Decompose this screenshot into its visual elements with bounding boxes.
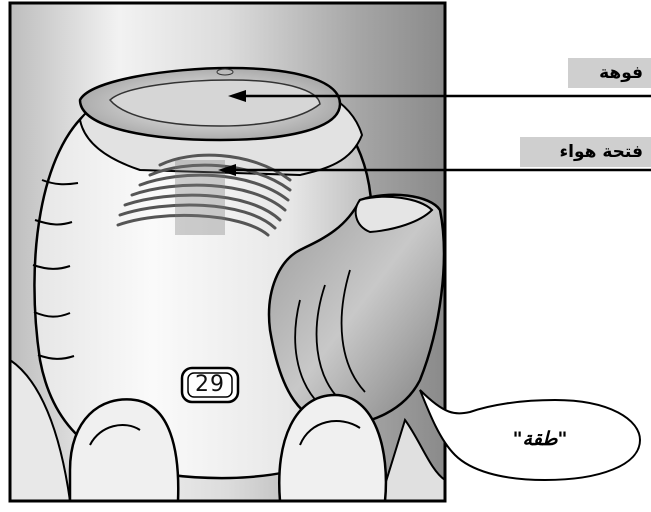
mouthpiece-label: فوهة — [568, 58, 651, 88]
dose-counter-value: 29 — [184, 370, 236, 400]
air-vent-label: فتحة هواء — [520, 137, 651, 167]
click-sound-text: "طقة" — [470, 424, 610, 454]
rotation-arrow-icon — [452, 205, 500, 385]
